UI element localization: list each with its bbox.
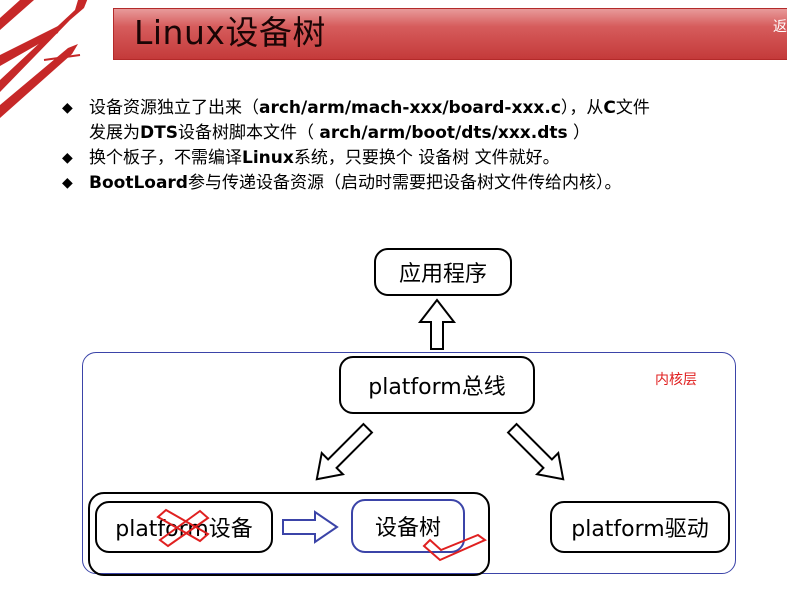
diamond-icon: ◆: [62, 150, 73, 166]
driver-node-label: platform驱动: [571, 517, 709, 542]
bullet-item-2: ◆ BootLoard参与传递设备资源（启动时需要把设备树文件传给内核）。: [58, 171, 778, 196]
bullet-0-cont-part-1: DTS: [140, 123, 178, 143]
bullet-0-part-4: 文件: [615, 98, 650, 118]
bullet-0-part-0: 设备资源独立了出来（: [89, 98, 259, 118]
device-tree-node-label: 设备树: [374, 516, 441, 541]
bullet-text: 设备资源独立了出来（arch/arm/mach-xxx/board-xxx.c）…: [89, 96, 778, 121]
bullet-2-part-1: 参与传递设备资源（启动时需要把设备树文件传给内核）。: [187, 173, 622, 193]
bullet-item-1: ◆ 换个板子，不需编译Linux系统，只要换个 设备树 文件就好。: [58, 146, 778, 171]
bullet-item-0: ◆ 设备资源独立了出来（arch/arm/mach-xxx/board-xxx.c…: [58, 96, 778, 146]
bullet-1-part-1: Linux: [242, 148, 294, 168]
device-tree-node: 设备树: [351, 499, 465, 553]
bullet-2-part-0: BootLoard: [89, 173, 188, 193]
bullet-0-part-1: arch/arm/mach-xxx/board-xxx.c: [259, 98, 561, 118]
bullet-continuation: 发展为DTS设备树脚本文件（ arch/arm/boot/dts/xxx.dts…: [89, 121, 778, 146]
driver-node: platform驱动: [550, 501, 730, 553]
bullet-1-part-2: 系统，只要换个 设备树 文件就好。: [293, 148, 560, 168]
bullet-text: BootLoard参与传递设备资源（启动时需要把设备树文件传给内核）。: [89, 171, 778, 196]
device-group-box: [88, 492, 490, 576]
kernel-layer-box: [82, 352, 736, 574]
diamond-icon: ◆: [62, 175, 73, 191]
slide-title: Linux设备树: [134, 13, 326, 52]
bullet-0-cont-part-0: 发展为: [89, 123, 140, 143]
kernel-layer-label: 内核层: [655, 372, 697, 388]
up-arrow: [417, 298, 457, 350]
bullet-list: ◆ 设备资源独立了出来（arch/arm/mach-xxx/board-xxx.c…: [58, 96, 778, 196]
bullet-1-part-0: 换个板子，不需编译: [89, 148, 242, 168]
bullet-0-cont-part-4: ）: [567, 123, 591, 143]
bullet-text: 换个板子，不需编译Linux系统，只要换个 设备树 文件就好。: [89, 146, 778, 171]
app-node: 应用程序: [374, 248, 512, 296]
bullet-0-part-3: C: [603, 98, 616, 118]
decorative-red-arrows: [0, 0, 88, 118]
bus-node: platform总线: [339, 356, 535, 414]
device-node: platform设备: [95, 501, 273, 553]
app-node-label: 应用程序: [398, 262, 487, 287]
diamond-icon: ◆: [62, 100, 73, 116]
bullet-0-cont-part-3: arch/arm/boot/dts/xxx.dts: [319, 123, 568, 143]
bullet-0-cont-part-2: 设备树脚本文件（: [177, 123, 320, 143]
title-bar: [113, 8, 787, 60]
device-node-label: platform设备: [115, 517, 253, 542]
corner-char: 返: [773, 19, 787, 35]
bullet-0-part-2: ），从: [560, 98, 604, 118]
bus-node-label: platform总线: [368, 375, 506, 400]
